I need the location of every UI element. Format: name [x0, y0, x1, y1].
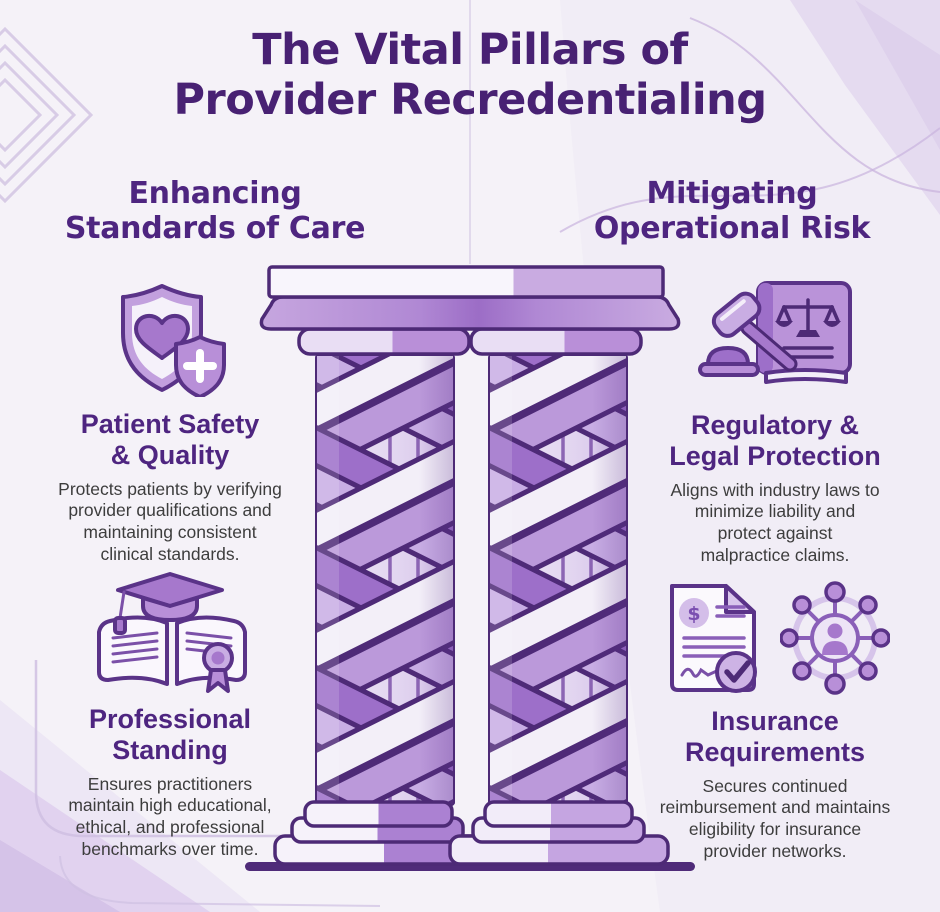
insurance-description: Secures continued reimbursement and main…: [659, 775, 891, 861]
right-pillar-shaft: [453, 309, 663, 877]
insurance-title: Insurance Requirements: [684, 706, 866, 767]
right-group-header-line2: Operational Risk: [593, 211, 871, 247]
regulatory-legal-title: Regulatory & Legal Protection: [669, 410, 881, 471]
right-group-header: Mitigating Operational Risk: [557, 176, 907, 247]
dollar-glyph: $: [687, 603, 700, 625]
page-title-line1: The Vital Pillars of: [252, 25, 688, 75]
capital-abacus-slab: [267, 265, 665, 299]
left-group-header-line2: Standards of Care: [64, 211, 366, 247]
regulatory-legal-description: Aligns with industry laws to minimize li…: [670, 479, 880, 565]
section-insurance: $: [635, 580, 915, 862]
right-group-header-line1: Mitigating: [646, 176, 818, 211]
left-group-header: Enhancing Standards of Care: [40, 176, 390, 247]
page-title-line2: Provider Recredentialing: [173, 74, 767, 125]
left-capital-collar: [297, 327, 471, 356]
insurance-policy-document-check-icon: $: [670, 584, 757, 693]
right-pillar-base: [448, 800, 670, 866]
professional-standing-description: Ensures practitioners maintain high educ…: [68, 773, 272, 859]
page-title: The Vital Pillars of Provider Recredenti…: [0, 25, 940, 126]
left-pillar-shaft: [280, 309, 490, 877]
provider-network-hub-icon: [780, 581, 890, 695]
patient-safety-title: Patient Safety & Quality: [80, 409, 260, 470]
professional-standing-title: Professional Standing: [88, 704, 252, 765]
braided-pillars-graphic: [245, 265, 695, 877]
section-professional-standing: Professional Standing Ensures practition…: [35, 570, 305, 860]
open-book-graduation-cap-seal-icon: [97, 572, 247, 693]
capital-echinus: [259, 295, 681, 331]
patient-safety-description: Protects patients by verifying provider …: [58, 478, 282, 564]
gavel-law-book-scales-icon: [698, 281, 852, 384]
left-group-header-line1: Enhancing: [128, 176, 302, 211]
right-capital-collar: [469, 327, 643, 356]
section-regulatory-legal: Regulatory & Legal Protection Aligns wit…: [640, 278, 910, 566]
section-patient-safety: Patient Safety & Quality Protects patien…: [35, 281, 305, 565]
shield-heart-medical-cross-icon: [121, 284, 226, 397]
